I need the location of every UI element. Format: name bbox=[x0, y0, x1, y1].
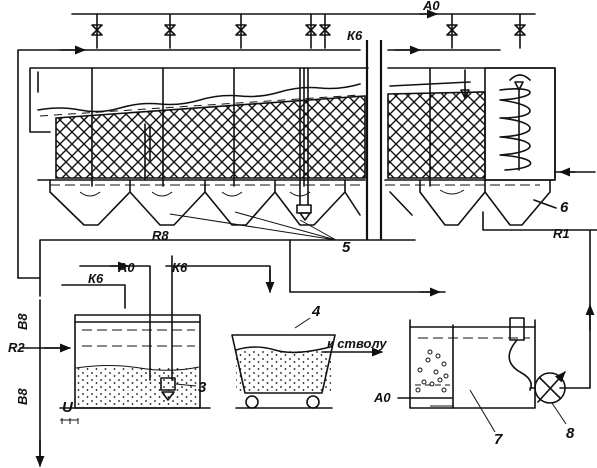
valve-icon bbox=[235, 24, 247, 36]
clarifier-tank: А0 7 bbox=[373, 317, 536, 448]
valve-icon bbox=[91, 24, 103, 36]
mine-car: 4 к стволу bbox=[231, 303, 387, 409]
valve-icon bbox=[446, 24, 458, 36]
k6-mid-label: К6 bbox=[172, 260, 188, 275]
b8-label-lower: В8 bbox=[15, 388, 30, 405]
label-7: 7 bbox=[494, 431, 503, 448]
u-label: U bbox=[62, 399, 74, 416]
label-6: 6 bbox=[560, 199, 569, 216]
particles bbox=[415, 349, 449, 393]
a0-top-label: А0 bbox=[422, 0, 440, 13]
classifier-tank bbox=[29, 40, 556, 240]
wheel bbox=[306, 395, 320, 409]
a0-air-manifold: А0 bbox=[71, 0, 536, 49]
car-load bbox=[236, 350, 331, 392]
valve-icon bbox=[164, 24, 176, 36]
label-5: 5 bbox=[342, 239, 351, 256]
valve-icon bbox=[305, 24, 317, 36]
valve-icon bbox=[514, 24, 526, 36]
hoppers bbox=[49, 179, 551, 226]
a0-right-label: А0 bbox=[373, 390, 391, 405]
r1-return-loop bbox=[482, 211, 597, 389]
r8-label: R8 bbox=[152, 228, 169, 243]
pump: 8 bbox=[529, 371, 575, 442]
k6-overflow-line: К6 bbox=[17, 28, 501, 279]
filter-media bbox=[55, 95, 366, 179]
r1-label: R1 bbox=[553, 226, 570, 241]
valve-drops bbox=[96, 13, 521, 49]
level-sensor bbox=[509, 317, 525, 341]
settling-tank: А0 К6 К6 3 R2 В8 В8 U bbox=[8, 255, 275, 468]
valve-icons bbox=[91, 24, 526, 36]
r2-label: R2 bbox=[8, 340, 25, 355]
b8-label: В8 bbox=[15, 313, 30, 330]
k6-top-label: К6 bbox=[347, 28, 363, 43]
a0-mid-label: А0 bbox=[117, 260, 135, 275]
label-8: 8 bbox=[566, 425, 575, 442]
label-4: 4 bbox=[311, 303, 321, 320]
k6-left-label: К6 bbox=[88, 271, 104, 286]
label-3: 3 bbox=[198, 379, 207, 396]
discharge-valve bbox=[296, 204, 312, 214]
wheel bbox=[245, 395, 259, 409]
sediment bbox=[76, 368, 199, 408]
filter-media-right bbox=[387, 91, 486, 179]
r8-line: R8 5 bbox=[39, 211, 446, 297]
valve-icon bbox=[319, 24, 331, 36]
to-shaft-label: к стволу bbox=[327, 336, 387, 351]
